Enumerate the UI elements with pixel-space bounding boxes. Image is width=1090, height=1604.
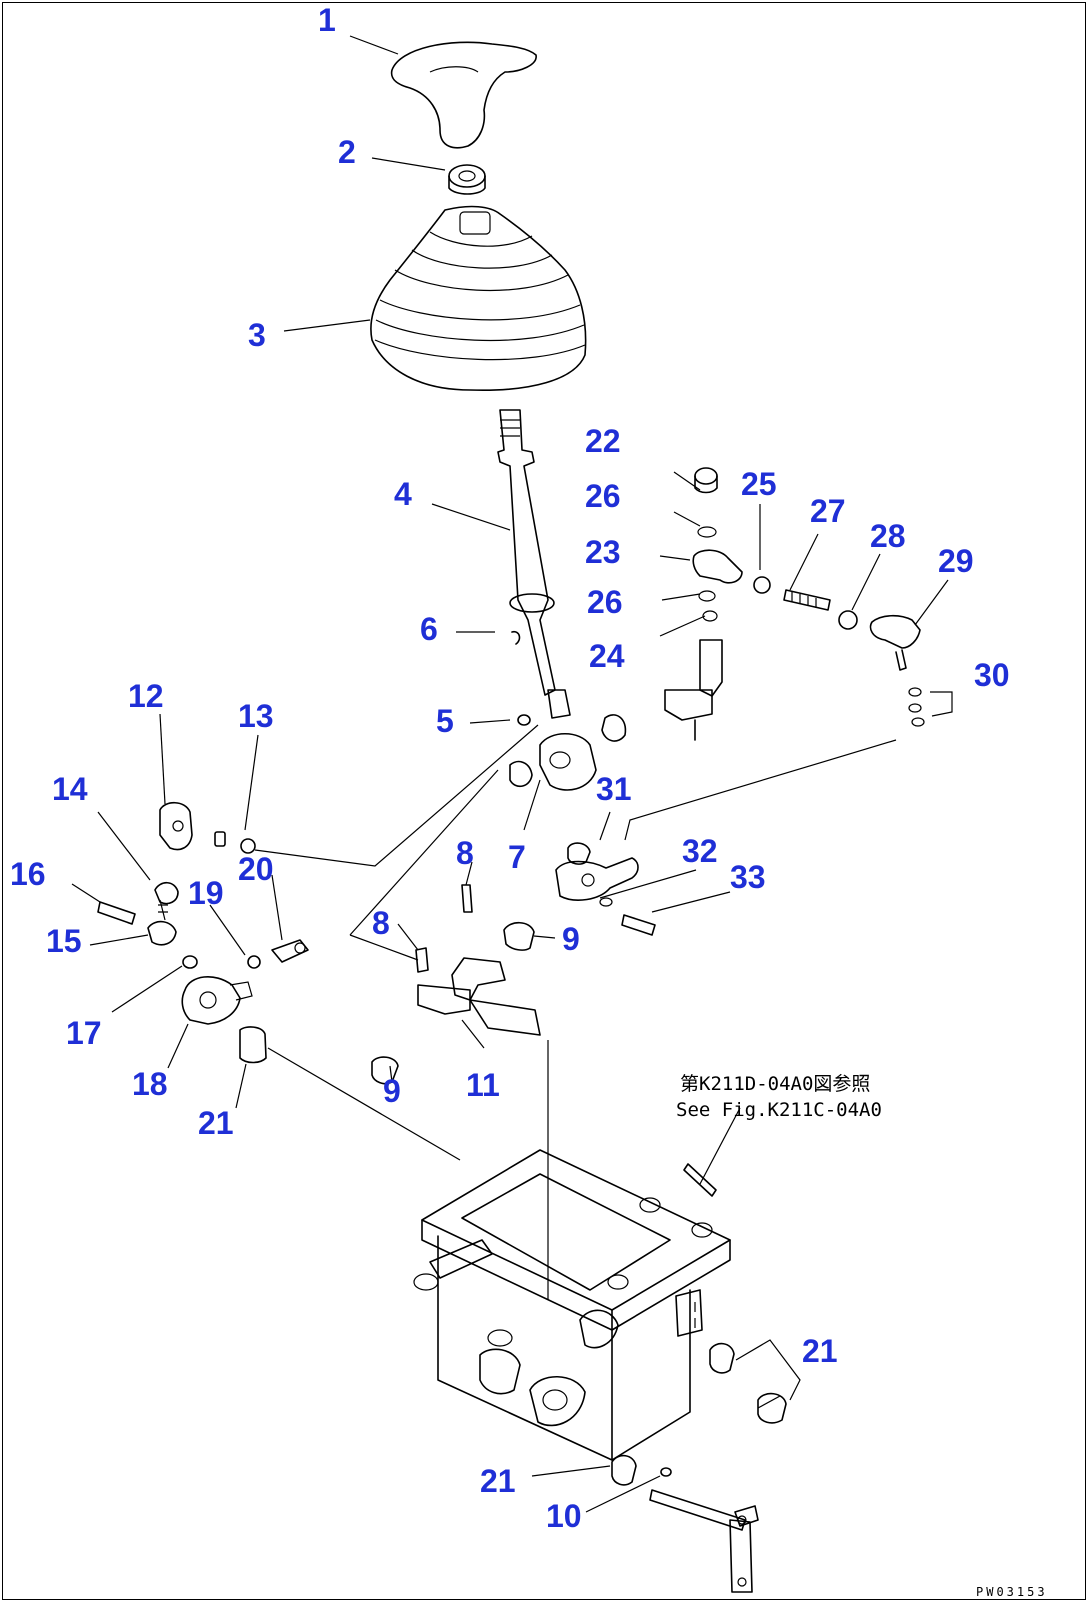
callout-21-bottom: 21 (480, 1463, 516, 1499)
callout-9-lower: 9 (383, 1073, 401, 1109)
callout-10: 10 (546, 1498, 582, 1534)
callout-8-upper: 8 (456, 835, 474, 871)
left-linkage-part (97, 801, 309, 1025)
base-frame-part (413, 1107, 741, 1461)
callout-4: 4 (394, 476, 412, 512)
lever-part (497, 409, 556, 696)
callout-labels: 1 2 3 4 5 6 7 8 8 9 9 10 11 12 13 14 15 … (10, 2, 1010, 1534)
pins-and-rod-part (611, 1339, 801, 1593)
drawing-code: PW03153 (976, 1585, 1048, 1599)
callout-32: 32 (682, 833, 718, 869)
knob-part (390, 41, 537, 149)
callout-2: 2 (338, 134, 356, 170)
callout-26-upper: 26 (585, 478, 621, 514)
callout-3: 3 (248, 317, 266, 353)
callout-16: 16 (10, 856, 46, 892)
callout-33: 33 (730, 859, 766, 895)
bracket-part (239, 842, 656, 1085)
callout-15: 15 (46, 923, 82, 959)
boot-part (370, 205, 587, 392)
callout-13: 13 (238, 698, 274, 734)
callout-21-left: 21 (198, 1105, 234, 1141)
callout-27: 27 (810, 493, 846, 529)
callout-6: 6 (420, 611, 438, 647)
callout-21-right: 21 (802, 1333, 838, 1369)
callout-1: 1 (318, 2, 336, 38)
reference-note-jp: 第K211D-04A0図参照 (680, 1073, 870, 1095)
callout-22: 22 (585, 423, 621, 459)
callout-11: 11 (466, 1067, 500, 1103)
callout-19: 19 (188, 875, 224, 911)
callout-26-lower: 26 (587, 584, 623, 620)
callout-5: 5 (436, 703, 454, 739)
callout-29: 29 (938, 543, 974, 579)
callout-28: 28 (870, 518, 906, 554)
pin-6-part (511, 630, 521, 645)
callout-14: 14 (52, 771, 88, 807)
reference-note-en: See Fig.K211C-04A0 (676, 1099, 882, 1121)
callout-7: 7 (508, 839, 526, 875)
callout-leaders (71, 35, 949, 1513)
callout-8-lower: 8 (372, 905, 390, 941)
nut-part (448, 164, 486, 195)
callout-25: 25 (741, 466, 777, 502)
assembly-lines (254, 724, 897, 1300)
callout-20: 20 (238, 851, 274, 887)
callout-18: 18 (132, 1066, 168, 1102)
lever-bracket-part (509, 689, 627, 791)
callout-9-right: 9 (562, 921, 580, 957)
linkage-assembly-part (664, 467, 953, 741)
callout-12: 12 (128, 678, 164, 714)
callout-31: 31 (596, 771, 632, 807)
callout-17: 17 (66, 1015, 102, 1051)
reference-note: 第K211D-04A0図参照 See Fig.K211C-04A0 (676, 1073, 882, 1121)
callout-24: 24 (589, 638, 625, 674)
callout-23: 23 (585, 534, 621, 570)
callout-30: 30 (974, 657, 1010, 693)
